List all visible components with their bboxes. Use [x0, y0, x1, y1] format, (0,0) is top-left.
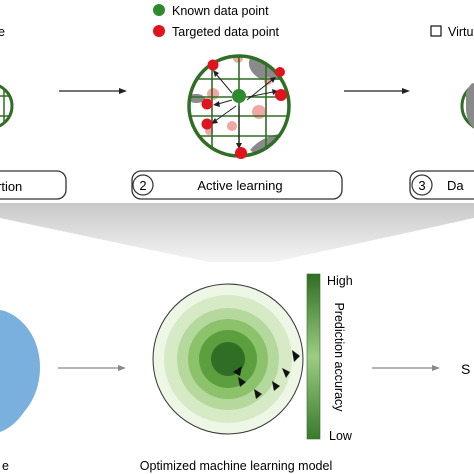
left-cut-text: e: [0, 25, 5, 39]
active-learning-globe: [187, 54, 291, 159]
step-2-label: Active learning: [197, 178, 282, 193]
model-label: Optimized machine learning model: [140, 459, 332, 473]
step-1-label: rtion: [0, 179, 22, 194]
step-3-label: Da: [447, 178, 464, 193]
legend: Known data point Targeted data point Vir…: [0, 4, 474, 39]
step-box-1: rtion: [0, 170, 67, 200]
right-globe: [460, 83, 474, 129]
zoom-funnel: [0, 203, 474, 262]
step-2-number: 2: [139, 178, 146, 193]
legend-targeted-label: Targeted data point: [172, 25, 280, 39]
virtual-checkbox-icon: [430, 25, 442, 37]
top-arrows: [59, 88, 410, 94]
bar-high-label: High: [327, 274, 353, 288]
left-globe: [0, 84, 14, 128]
step-box-3: 3 Da: [409, 170, 474, 200]
legend-virtual-label: Virtu: [448, 25, 474, 39]
step-box-2: 2 Active learning: [131, 170, 343, 200]
left-blob: [0, 310, 40, 432]
bottom-arrows: [58, 365, 440, 371]
bar-axis-label: Prediction accuracy: [332, 302, 346, 412]
bottom-right-cut-text: S: [461, 361, 470, 377]
legend-known-label: Known data point: [172, 4, 269, 18]
bar-low-label: Low: [329, 429, 353, 443]
bottom-left-cut-text: e: [2, 459, 9, 473]
model-target: [152, 283, 304, 435]
accuracy-bar: High Low Prediction accuracy: [306, 273, 353, 443]
known-data-point-icon: [153, 4, 165, 16]
targeted-data-point-icon: [153, 25, 165, 37]
step-3-number: 3: [418, 178, 425, 193]
